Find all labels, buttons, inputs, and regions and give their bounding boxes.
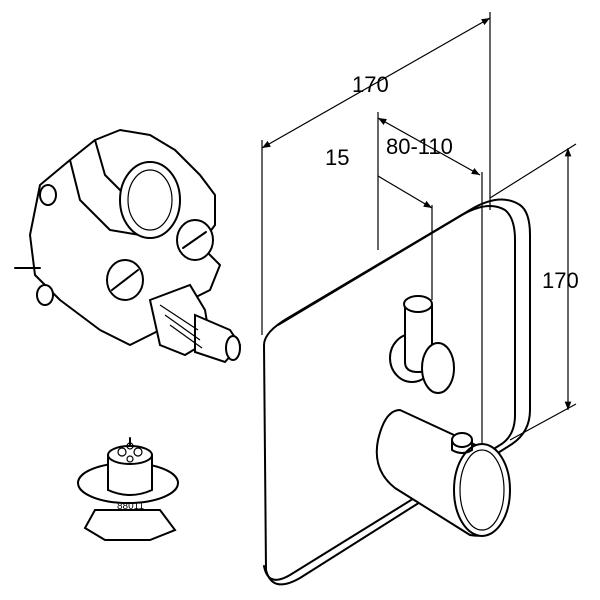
thermostat-knob bbox=[375, 408, 511, 537]
cartridge-label: 88011 bbox=[117, 501, 145, 512]
dimension-lines bbox=[261, 12, 577, 495]
dimension-height-right: 170 bbox=[542, 268, 579, 293]
cover-plate bbox=[263, 198, 531, 586]
dimension-depth-range: 80-110 bbox=[386, 134, 453, 159]
cartridge bbox=[77, 437, 179, 541]
dimension-width-top: 170 bbox=[352, 72, 389, 97]
dimension-offset: 15 bbox=[325, 145, 350, 170]
valve-body bbox=[14, 129, 242, 364]
diverter-handle bbox=[389, 295, 455, 394]
